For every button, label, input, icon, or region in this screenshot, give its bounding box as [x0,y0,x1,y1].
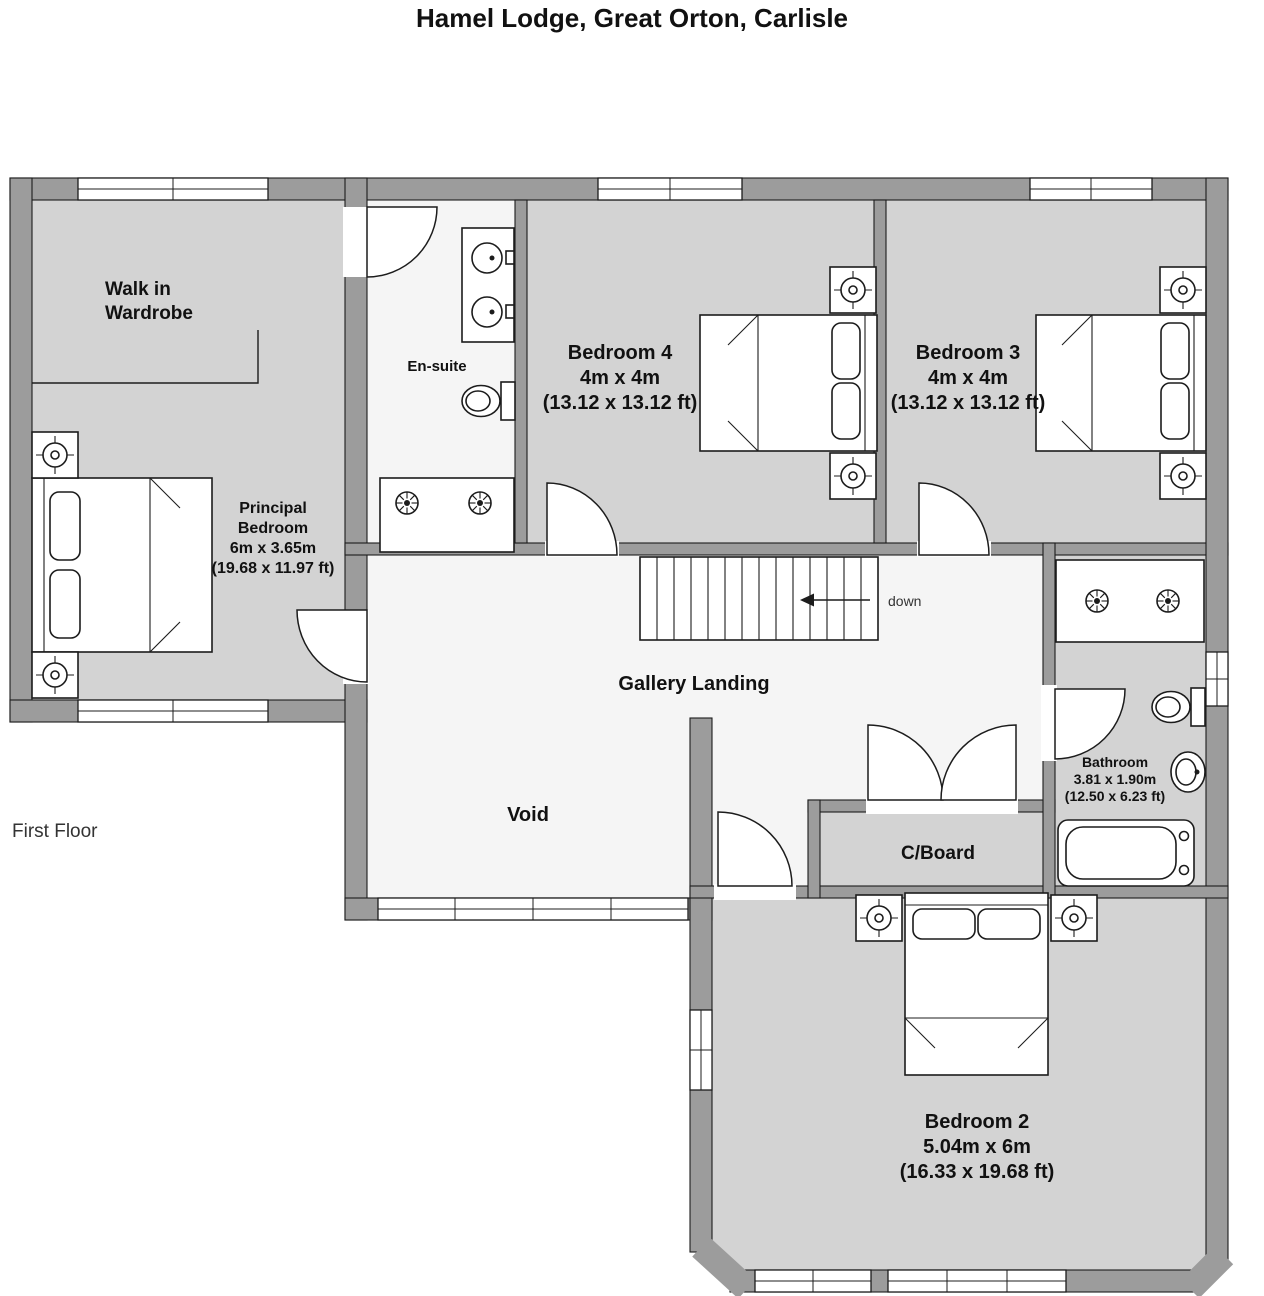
bedside-table-icon [829,266,877,314]
door-bathroom [1054,688,1126,760]
bed-bedroom4 [699,314,878,452]
bedside-table-icon [855,894,903,942]
bathtub-icon [1057,819,1195,887]
bedside-table-icon [1159,452,1207,500]
wall-cupboard-left [807,799,821,899]
windows [77,177,1229,1293]
toilet-icon [461,381,516,421]
wardrobe-partition-line [32,330,259,384]
window-wardrobe [77,177,269,201]
door-en-suite [366,206,438,278]
label-void: Void [507,804,549,826]
label-stairs-down: down [888,593,921,609]
label-en-suite: En-suite [407,358,466,375]
label-principal-bedroom: Bedroom [238,520,308,537]
label-principal-bedroom: 6m x 3.65m [230,540,316,557]
window-principal-bedroom [77,699,269,723]
room-cupboard [820,812,1043,886]
window-bathroom [1205,651,1229,707]
bedside-table-icon [1050,894,1098,942]
window-bedroom3 [1029,177,1153,201]
bedside-table-icon [31,651,79,699]
shower-icon [379,477,515,553]
window-bedroom2-south-1 [754,1269,872,1293]
label-bedroom-2: 5.04m x 6m [923,1136,1031,1158]
label-bedroom-4: 4m x 4m [580,367,660,389]
label-walk-in-wardrobe: Walk in [105,279,171,300]
door-bedroom-4 [546,482,618,556]
label-walk-in-wardrobe: Wardrobe [105,303,193,324]
wall-bedroom2-left [689,717,713,1253]
label-principal-bedroom: Principal [239,500,307,517]
wall-chamfer-right [1180,1245,1234,1296]
page-title: Hamel Lodge, Great Orton, Carlisle [416,3,848,33]
label-bedroom-3: Bedroom 3 [916,342,1020,364]
wall-chamfer-left [692,1237,756,1296]
label-bathroom: Bathroom [1082,754,1148,770]
label-cupboard: C/Board [901,843,975,864]
label-bathroom: 3.81 x 1.90m [1074,771,1157,787]
label-bathroom: (12.50 x 6.23 ft) [1065,788,1165,804]
label-bedroom-4: Bedroom 4 [568,342,673,364]
ensuite-vanity [461,227,515,343]
label-bedroom-3: 4m x 4m [928,367,1008,389]
label-gallery-landing: Gallery Landing [618,673,769,695]
window-bedroom2-west [689,1009,713,1091]
window-bedroom2-south-2 [887,1269,1067,1293]
label-bedroom-2: Bedroom 2 [925,1111,1029,1133]
bedside-table-icon [1159,266,1207,314]
room-void [367,718,690,898]
window-bedroom4 [597,177,743,201]
stairs-down-arrow [800,593,870,607]
bed-bedroom3 [1035,314,1207,452]
bed-bedroom2 [904,892,1049,1076]
bathroom-vanity [1055,559,1205,643]
basin-icon [1170,751,1206,793]
room-labels: Walk in Wardrobe Principal Bedroom 6m x … [12,279,1165,1183]
window-void [377,897,689,921]
label-bedroom-4: (13.12 x 13.12 ft) [543,392,698,414]
door-cupboard-right [940,724,1017,801]
door-bedroom-2 [717,811,793,887]
door-principal-bedroom [296,609,368,683]
staircase [639,556,879,641]
bed-principal [31,477,213,653]
door-bedroom-3 [918,482,990,556]
label-principal-bedroom: (19.68 x 11.97 ft) [212,560,335,577]
doors [296,206,1126,900]
wall-left [9,177,33,723]
label-bedroom-2: (16.33 x 19.68 ft) [900,1161,1055,1183]
bedside-table-icon [31,431,79,479]
label-first-floor: First Floor [12,821,98,842]
bedside-table-icon [829,452,877,500]
toilet-icon [1151,687,1206,727]
label-bedroom-3: (13.12 x 13.12 ft) [891,392,1046,414]
wall-right [1205,177,1229,1261]
wall-ensuite-bedroom4 [514,199,528,544]
